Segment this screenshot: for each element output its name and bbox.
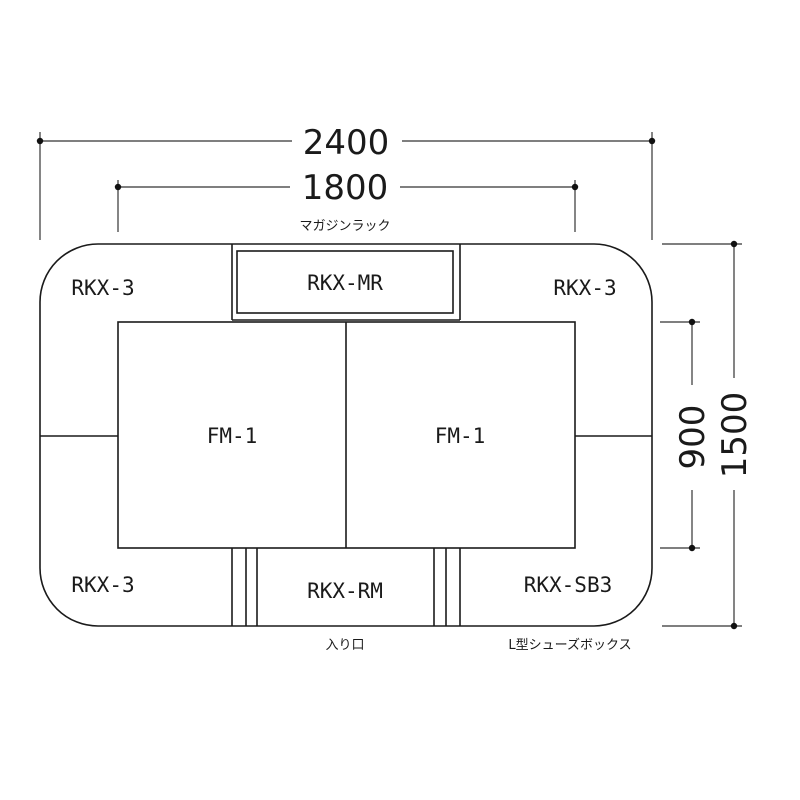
label-rkx-rm: RKX-RM (307, 579, 383, 603)
module-rkx-mr: RKX-MR (231, 244, 461, 321)
label-rkx3-top-left: RKX-3 (71, 276, 134, 300)
dimension-label-2400: 2400 (303, 123, 390, 163)
note-shoe-box: L型シューズボックス (508, 637, 631, 653)
label-rkx3-top-right: RKX-3 (553, 276, 616, 300)
label-fm1-right: FM-1 (435, 424, 486, 448)
dimension-total-width: 2400 (36, 123, 656, 240)
central-table: FM-1 FM-1 (117, 321, 576, 549)
dimension-label-1800: 1800 (302, 168, 389, 208)
label-fm1-left: FM-1 (207, 424, 258, 448)
outer-frame (39, 243, 653, 627)
dimension-label-1500: 1500 (715, 392, 755, 479)
label-rkx3-bottom-left: RKX-3 (71, 573, 134, 597)
note-entrance: 入り口 (325, 638, 364, 653)
dimension-inner-width: 1800 (114, 168, 579, 232)
label-rkx-sb3: RKX-SB3 (524, 573, 613, 597)
dimension-total-height: 1500 (662, 240, 755, 630)
module-rkx-rm: RKX-RM (231, 548, 461, 626)
dimension-inner-height: 900 (660, 318, 713, 552)
label-rkx-mr: RKX-MR (307, 271, 383, 295)
dimension-label-900: 900 (673, 405, 713, 470)
note-magazine-rack: マガジンラック (299, 219, 390, 234)
